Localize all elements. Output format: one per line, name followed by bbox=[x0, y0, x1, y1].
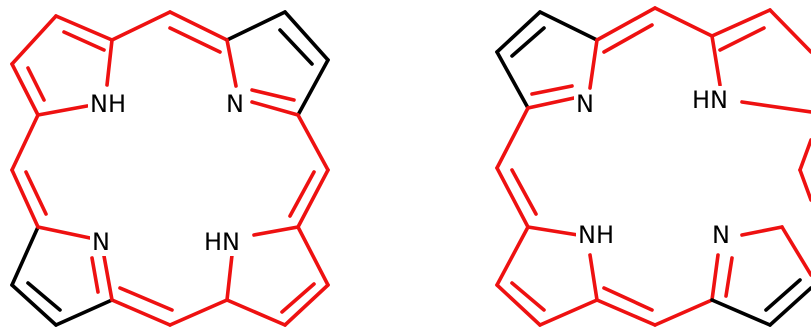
meso-top bbox=[110, 10, 229, 54]
label-knockout bbox=[690, 86, 730, 114]
meso-top bbox=[595, 6, 714, 54]
atom-label: HN bbox=[204, 228, 240, 256]
label-knockout bbox=[90, 228, 112, 256]
ring-bottom-right bbox=[710, 225, 811, 327]
atom-label: N bbox=[92, 228, 110, 256]
atom-labels-right: N HN NH N bbox=[574, 86, 732, 249]
meso-left bbox=[10, 113, 48, 229]
meso-right bbox=[288, 113, 330, 229]
ring-bottom-right bbox=[225, 225, 330, 327]
label-knockout bbox=[576, 221, 616, 249]
meso-bottom bbox=[595, 286, 714, 327]
ring-top-right bbox=[710, 8, 811, 114]
label-knockout bbox=[710, 221, 732, 249]
label-knockout bbox=[88, 90, 128, 118]
meso-bottom bbox=[110, 286, 229, 327]
atom-labels-left: NH N N HN bbox=[88, 90, 246, 256]
atom-label: NH bbox=[578, 221, 614, 249]
atom-label: NH bbox=[90, 90, 126, 118]
atom-label: N bbox=[712, 221, 730, 249]
atom-label: N bbox=[576, 90, 594, 118]
ring-top-right bbox=[225, 10, 330, 117]
ring-bottom-left bbox=[495, 225, 599, 327]
atom-label: N bbox=[226, 90, 244, 118]
label-knockout bbox=[574, 90, 596, 118]
meso-right bbox=[798, 138, 811, 202]
label-knockout bbox=[202, 228, 242, 256]
ring-top-left bbox=[495, 10, 599, 110]
meso-left bbox=[495, 106, 538, 229]
ring-bottom-left bbox=[10, 225, 114, 327]
molecule-right: N HN NH N bbox=[495, 6, 811, 327]
ring-top-left bbox=[10, 14, 114, 117]
label-knockout bbox=[224, 90, 246, 118]
atom-label: HN bbox=[692, 86, 728, 114]
molecule-left: NH N N HN bbox=[10, 10, 330, 327]
